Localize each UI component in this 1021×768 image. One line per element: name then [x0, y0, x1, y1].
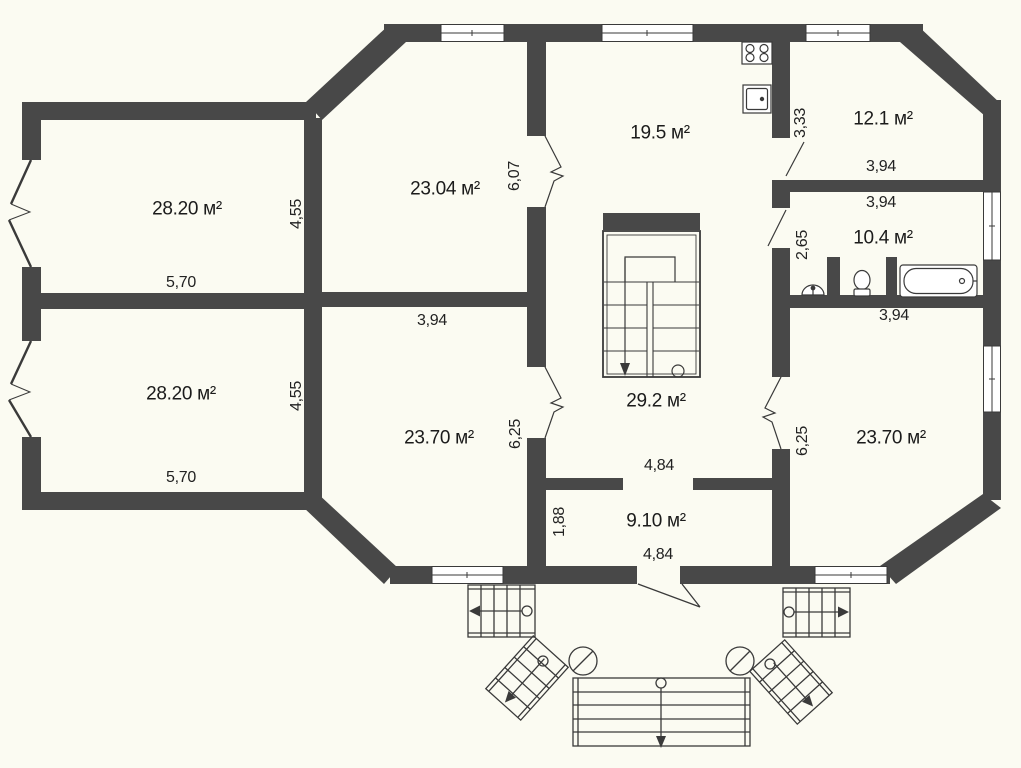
- arrow-icon: [802, 695, 814, 707]
- door-swing-icon: [767, 209, 787, 247]
- windows: [431, 24, 1001, 584]
- kitchen-fixtures: [741, 41, 773, 114]
- dimension-label: 4,84: [644, 457, 674, 474]
- room-area-label: 12.1 м²: [853, 108, 913, 130]
- dimension-label: 4,84: [643, 546, 673, 563]
- dimension-label: 6,25: [794, 426, 811, 456]
- toilet-icon: [853, 269, 871, 297]
- room-area-label: 29.2 м²: [626, 390, 686, 412]
- window-icon: [601, 24, 694, 42]
- entrance-porch: [467, 584, 851, 748]
- arrow-right-icon: [838, 606, 849, 618]
- opening-break-symbols: [544, 135, 782, 450]
- bathroom-fixtures: [801, 264, 978, 298]
- dimension-label: 4,55: [288, 381, 305, 411]
- column-icon: [725, 646, 755, 676]
- entrance-opening: [637, 564, 680, 586]
- dimension-label: 5,70: [166, 469, 196, 486]
- window-icon: [805, 24, 871, 42]
- dimension-label: 3,94: [866, 194, 896, 211]
- arrow-icon: [504, 691, 516, 703]
- column-icon: [568, 646, 598, 676]
- arrow-down-icon: [620, 363, 630, 376]
- window-icon: [983, 191, 1001, 261]
- stove-icon: [741, 41, 773, 65]
- door-leaves: [767, 141, 805, 247]
- dimension-label: 2,65: [794, 230, 811, 260]
- room-area-label: 19.5 м²: [630, 122, 690, 144]
- basin-icon: [801, 284, 825, 296]
- steps-icon: [748, 638, 834, 726]
- dimension-label: 1,88: [551, 507, 568, 537]
- room-area-label: 23.70 м²: [856, 427, 926, 449]
- dimension-label: 4,55: [288, 199, 305, 229]
- exterior-walls: [22, 24, 1001, 584]
- staircase-icon: [602, 230, 701, 378]
- room-area-label: 28.20 м²: [152, 198, 222, 220]
- dimension-label: 6,07: [506, 161, 523, 191]
- steps-icon: [782, 587, 851, 638]
- dimension-label: 3,33: [792, 108, 809, 138]
- newel-circle-icon: [537, 655, 549, 667]
- window-icon: [814, 566, 888, 584]
- window-icon: [440, 24, 505, 42]
- door-swing-icon: [637, 583, 701, 608]
- window-icon: [431, 566, 504, 584]
- steps-icon: [467, 584, 536, 638]
- steps-icon: [484, 634, 570, 722]
- room-area-label: 23.70 м²: [404, 427, 474, 449]
- arrow-down-icon: [656, 736, 666, 748]
- door-swing-icon: [785, 141, 805, 177]
- sink-icon: [742, 84, 772, 114]
- dimension-label: 3,94: [417, 312, 447, 329]
- room-area-label: 9.10 м²: [626, 510, 686, 532]
- arrow-left-icon: [469, 605, 480, 617]
- room-area-label: 10.4 м²: [853, 227, 913, 249]
- dimension-label: 3,94: [866, 158, 896, 175]
- dimension-label: 5,70: [166, 274, 196, 291]
- interior-walls: [41, 40, 1001, 568]
- window-icon: [983, 345, 1001, 413]
- newel-circle-icon: [764, 658, 776, 670]
- bathtub-icon: [899, 264, 978, 298]
- steps-icon: [572, 677, 751, 748]
- dimension-label: 6,25: [507, 419, 524, 449]
- room-area-label: 23.04 м²: [410, 178, 480, 200]
- left-zigzag-windows: [7, 159, 33, 438]
- dimension-label: 3,94: [879, 307, 909, 324]
- room-area-label: 28.20 м²: [146, 383, 216, 405]
- newel-circle-icon: [671, 364, 685, 378]
